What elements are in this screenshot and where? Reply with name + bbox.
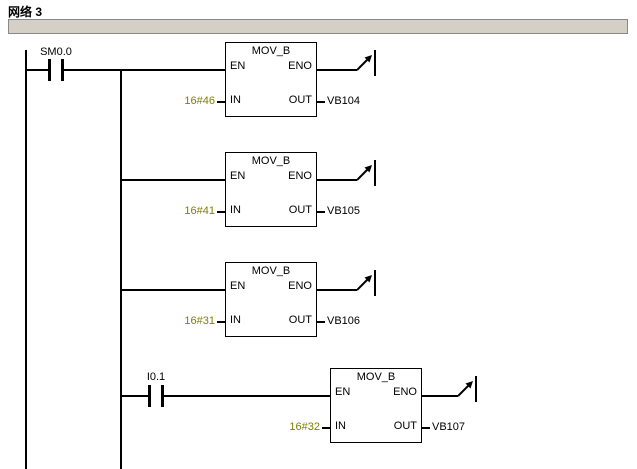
branch-rail (120, 69, 122, 469)
network-comment-bar[interactable] (8, 19, 628, 34)
mov-b-block[interactable]: MOV_B EN ENO IN OUT (225, 42, 317, 117)
wire (64, 69, 225, 71)
block-title: MOV_B (251, 265, 291, 277)
wire (27, 69, 48, 71)
pin-en-label: EN (335, 386, 351, 398)
in-operand[interactable]: 16#46 (184, 95, 215, 107)
pin-eno-label: ENO (393, 386, 417, 398)
pin-eno-label: ENO (288, 280, 312, 292)
block-title: MOV_B (251, 45, 291, 57)
pin-eno-label: ENO (288, 170, 312, 182)
pin-en-label: EN (230, 280, 246, 292)
wire (422, 395, 458, 397)
wire (317, 289, 357, 291)
contact-bar[interactable] (148, 385, 151, 407)
contact-bar[interactable] (48, 59, 51, 81)
wire (164, 395, 330, 397)
pin-out-label: OUT (288, 204, 312, 216)
network-title: 网络 3 (8, 5, 43, 19)
open-wire-arrow-icon (458, 376, 477, 402)
contact-bar[interactable] (61, 59, 64, 81)
wire (120, 289, 225, 291)
wire (120, 395, 148, 397)
contact-bar[interactable] (161, 385, 164, 407)
out-operand[interactable]: VB106 (327, 315, 361, 327)
wire (217, 211, 225, 213)
in-operand[interactable]: 16#31 (184, 315, 215, 327)
pin-out-label: OUT (288, 314, 312, 326)
contact-label[interactable]: SM0.0 (40, 46, 72, 58)
open-wire-arrow-icon (357, 270, 376, 296)
block-title: MOV_B (356, 371, 396, 383)
wire (120, 179, 225, 181)
wire (317, 69, 357, 71)
contact-label[interactable]: I0.1 (146, 371, 166, 383)
pin-en-label: EN (230, 170, 246, 182)
in-operand[interactable]: 16#41 (184, 205, 215, 217)
wire (217, 321, 225, 323)
wire (317, 101, 325, 103)
pin-en-label: EN (230, 60, 246, 72)
wire (317, 179, 357, 181)
wire (322, 427, 330, 429)
out-operand[interactable]: VB104 (327, 95, 361, 107)
mov-b-block[interactable]: MOV_B EN ENO IN OUT (330, 368, 422, 443)
pin-in-label: IN (335, 420, 346, 432)
open-wire-arrow-icon (357, 160, 376, 186)
pin-in-label: IN (230, 204, 241, 216)
out-operand[interactable]: VB107 (432, 421, 466, 433)
in-operand[interactable]: 16#32 (289, 421, 320, 433)
wire (217, 101, 225, 103)
pin-eno-label: ENO (288, 60, 312, 72)
block-title: MOV_B (251, 155, 291, 167)
wire (422, 427, 430, 429)
out-operand[interactable]: VB105 (327, 205, 361, 217)
mov-b-block[interactable]: MOV_B EN ENO IN OUT (225, 262, 317, 337)
mov-b-block[interactable]: MOV_B EN ENO IN OUT (225, 152, 317, 227)
pin-out-label: OUT (393, 420, 417, 432)
pin-in-label: IN (230, 314, 241, 326)
pin-in-label: IN (230, 94, 241, 106)
pin-out-label: OUT (288, 94, 312, 106)
power-rail (25, 50, 27, 469)
wire (317, 211, 325, 213)
open-wire-arrow-icon (357, 50, 376, 76)
wire (317, 321, 325, 323)
